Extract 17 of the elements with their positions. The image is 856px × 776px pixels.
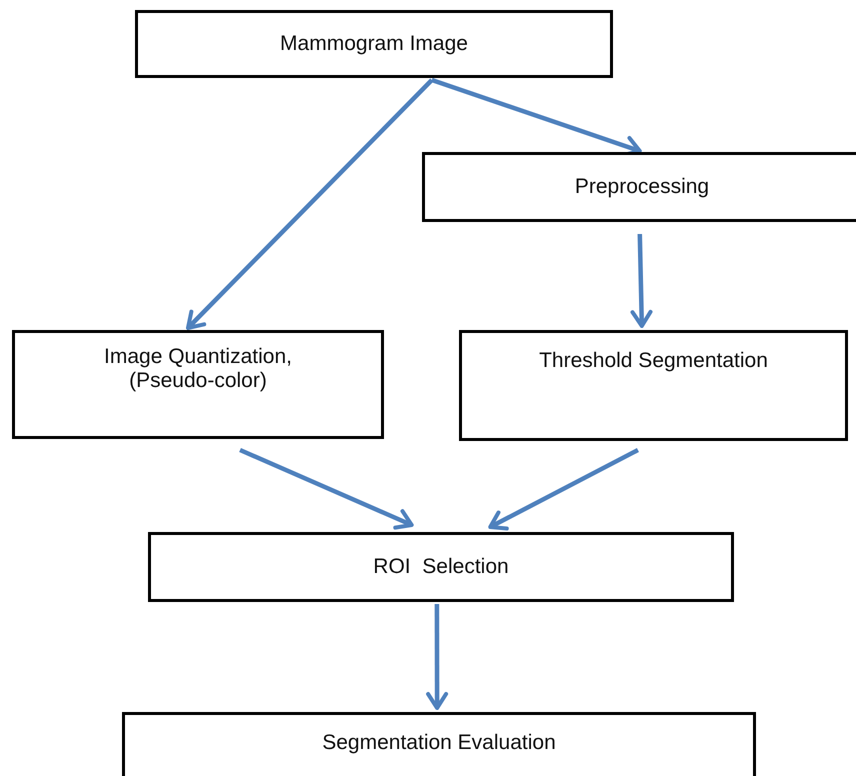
box-label: Preprocessing <box>574 175 710 199</box>
arrow <box>239 448 414 530</box>
box-label: Segmentation Evaluation <box>322 731 556 755</box>
box-label: Mammogram Image <box>280 32 468 56</box>
process-box <box>12 330 384 439</box>
arrow <box>426 604 448 710</box>
box-label: Threshold Segmentation <box>539 349 768 373</box>
process-box <box>148 532 734 602</box>
box-label: Image Quantization, (Pseudo-color) <box>103 345 293 393</box>
process-box <box>135 10 613 78</box>
box-label: ROI Selection <box>373 555 509 579</box>
arrow <box>186 78 434 330</box>
arrow <box>630 234 653 328</box>
arrow <box>488 448 639 530</box>
process-box <box>422 152 856 222</box>
process-box <box>459 330 848 441</box>
process-box <box>122 712 756 776</box>
